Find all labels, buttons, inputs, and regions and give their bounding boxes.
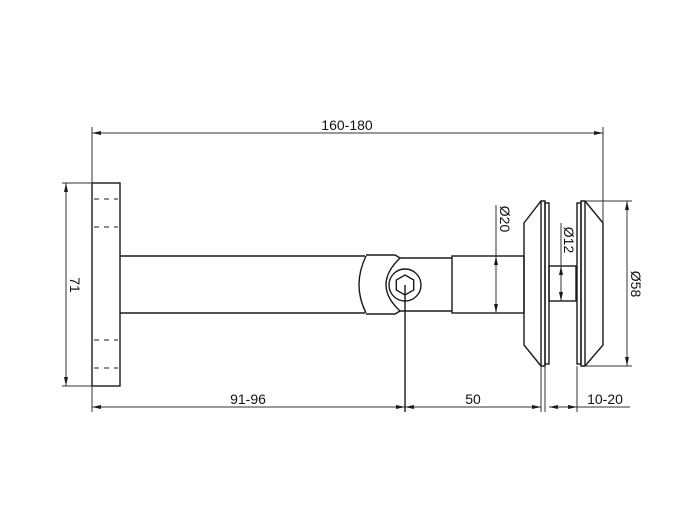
swivel-joint: [358, 254, 452, 412]
collar-length-label: 50: [465, 391, 481, 407]
collar: [451, 255, 525, 314]
bolt-diameter-label: Ø12: [561, 227, 577, 254]
arm-length-label: 91-96: [230, 391, 266, 407]
dimension-overall-length: 160-180: [91, 117, 604, 222]
bolt: [548, 265, 577, 302]
overall-length-label: 160-180: [321, 117, 373, 133]
outer-disc: [576, 200, 604, 367]
dimension-collar-diameter: Ø20: [494, 205, 513, 313]
dimension-plate-height: 71: [62, 182, 92, 387]
inner-disc: [523, 200, 550, 367]
plate-height-label: 71: [67, 277, 83, 293]
arm-tube: [120, 255, 365, 314]
wall-plate: [91, 182, 121, 387]
collar-diameter-label: Ø20: [497, 206, 513, 233]
dimension-disc-diameter: Ø58: [585, 200, 644, 367]
dimension-bolt-diameter: Ø12: [559, 223, 577, 301]
disc-diameter-label: Ø58: [628, 271, 644, 298]
dimension-bottom-chain: 91-96 50 10-20: [91, 366, 630, 412]
glass-thickness-label: 10-20: [587, 391, 623, 407]
